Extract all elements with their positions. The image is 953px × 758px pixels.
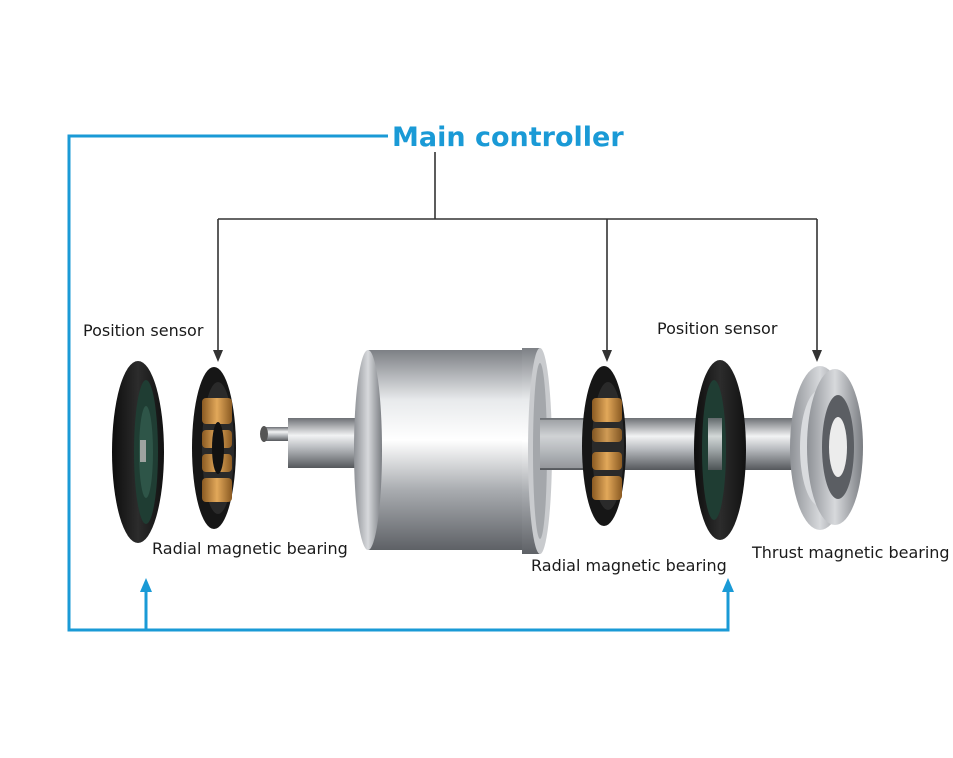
arrow-up-icon — [140, 578, 152, 592]
control-lines — [217, 152, 818, 352]
feedback-arrowheads — [140, 578, 734, 592]
control-arrowheads — [213, 350, 822, 362]
label-radial-bearing-right: Radial magnetic bearing — [531, 556, 727, 575]
arrow-down-icon — [812, 350, 822, 362]
motor-housing — [354, 348, 552, 554]
feedback-lines — [67, 134, 730, 632]
right-position-sensor — [694, 360, 746, 540]
main-shaft — [540, 418, 820, 470]
thrust-bearing — [790, 366, 863, 530]
left-radial-bearing — [192, 367, 236, 529]
label-position-sensor-right: Position sensor — [657, 319, 778, 338]
label-position-sensor-left: Position sensor — [83, 321, 204, 340]
shaft-left-end — [260, 418, 368, 468]
label-radial-bearing-left: Radial magnetic bearing — [152, 539, 348, 558]
arrow-down-icon — [602, 350, 612, 362]
right-radial-bearing — [582, 366, 626, 526]
left-position-sensor — [112, 361, 164, 543]
arrow-down-icon — [213, 350, 223, 362]
main-controller-title: Main controller — [392, 122, 624, 153]
feedback-loop-line — [67, 134, 730, 632]
arrow-up-icon — [722, 578, 734, 592]
label-thrust-bearing: Thrust magnetic bearing — [751, 543, 950, 562]
